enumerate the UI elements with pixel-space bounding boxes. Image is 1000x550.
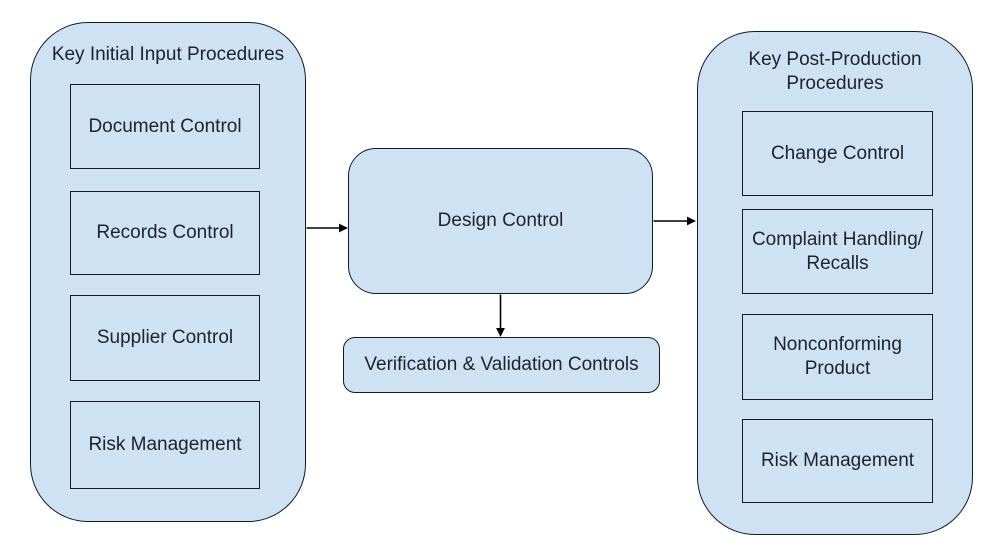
- group-initial-input-title: Key Initial Input Procedures: [51, 44, 285, 65]
- arrowhead-down-icon: [496, 328, 505, 337]
- node-change-control: Change Control: [742, 111, 933, 196]
- node-nonconforming-product: Nonconforming Product: [742, 314, 933, 400]
- node-document-control: Document Control: [70, 84, 260, 169]
- arrowhead-right-icon: [687, 216, 696, 226]
- arrow-design-to-post-production: [653, 216, 696, 226]
- node-risk-management-left: Risk Management: [70, 401, 260, 489]
- group-key-initial-input-procedures: Key Initial Input Procedures Document Co…: [30, 22, 306, 522]
- node-complaint-handling-recalls: Complaint Handling/ Recalls: [742, 209, 933, 294]
- arrowhead-right-icon: [339, 223, 348, 233]
- node-risk-management-right: Risk Management: [742, 419, 933, 503]
- node-supplier-control: Supplier Control: [70, 295, 260, 381]
- group-key-post-production-procedures: Key Post-Production Procedures Change Co…: [697, 31, 973, 535]
- node-design-control: Design Control: [348, 148, 653, 294]
- arrow-design-to-verification: [496, 294, 505, 337]
- arrow-input-to-design: [306, 223, 348, 233]
- node-records-control: Records Control: [70, 191, 260, 275]
- group-post-production-title: Key Post-Production Procedures: [748, 49, 922, 94]
- node-verification-validation-controls: Verification & Validation Controls: [343, 337, 660, 393]
